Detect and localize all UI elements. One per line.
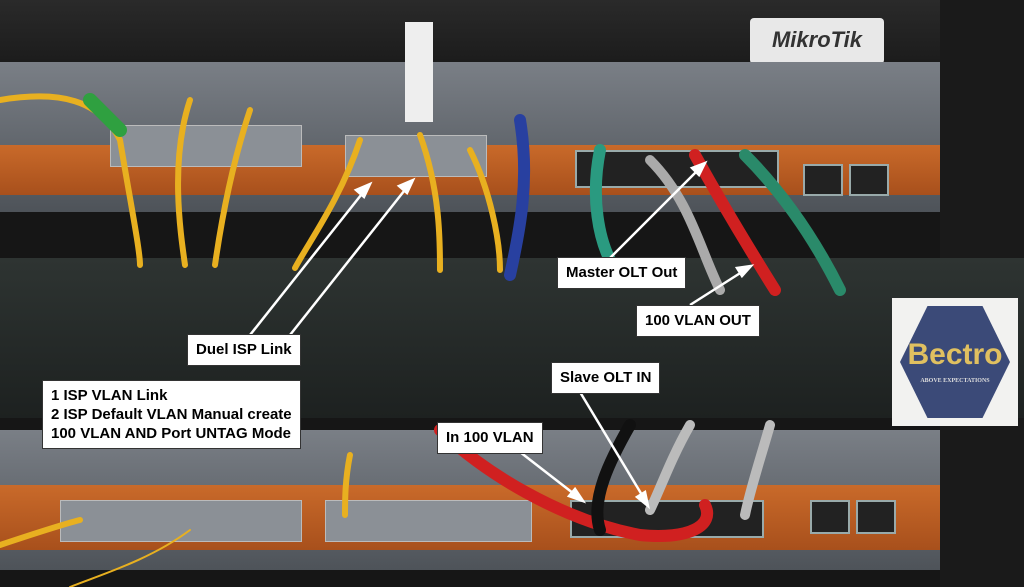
cable-tag bbox=[405, 22, 433, 122]
sfp-ports-group bbox=[110, 125, 302, 167]
fiber-cable-yellow bbox=[0, 93, 143, 268]
fiber-cable-thin bbox=[69, 529, 191, 587]
label-duel-isp-link: Duel ISP Link bbox=[187, 334, 301, 366]
sfp-ports-group bbox=[345, 135, 487, 177]
fiber-cable-yellow-lower bbox=[0, 517, 83, 548]
ethernet-cable-gray bbox=[645, 155, 725, 295]
fiber-cable-yellow bbox=[417, 132, 443, 273]
label-configuration-notes: 1 ISP VLAN Link 2 ISP Default VLAN Manua… bbox=[42, 380, 301, 449]
ethernet-port bbox=[810, 500, 850, 534]
fiber-cable-yellow-lower bbox=[342, 452, 353, 518]
bectro-logo: Bectro ABOVE EXPECTATIONS bbox=[892, 298, 1018, 426]
ethernet-cable-gray-lower bbox=[645, 420, 695, 515]
green-connector bbox=[83, 93, 127, 137]
mikrotik-logo: MikroTik bbox=[750, 18, 884, 64]
ethernet-cable-teal bbox=[589, 144, 616, 266]
annotation-arrows bbox=[249, 160, 755, 510]
label-master-olt-out: Master OLT Out bbox=[557, 257, 687, 289]
fiber-cable-yellow bbox=[175, 97, 193, 268]
fiber-cable-yellow bbox=[467, 147, 503, 273]
ethernet-port bbox=[856, 500, 896, 534]
sfp-ports-group bbox=[325, 500, 532, 542]
ethernet-port bbox=[849, 164, 889, 196]
sfp-ports-group bbox=[60, 500, 302, 542]
ethernet-ports-group bbox=[575, 150, 779, 188]
ethernet-cable-red-lower bbox=[434, 424, 714, 542]
ethernet-cable-gray-lower bbox=[740, 420, 775, 520]
ethernet-cable-green bbox=[739, 149, 846, 296]
note-line: 2 ISP Default VLAN Manual create bbox=[51, 406, 292, 423]
fiber-cable-yellow bbox=[292, 137, 363, 271]
ethernet-port bbox=[803, 164, 843, 196]
fiber-cable-yellow bbox=[212, 107, 253, 268]
label-100-vlan-out: 100 VLAN OUT bbox=[636, 305, 760, 337]
ethernet-cable-black bbox=[591, 419, 636, 536]
ethernet-cable-red bbox=[689, 149, 781, 296]
ethernet-cable-blue bbox=[504, 114, 531, 281]
note-line: 1 ISP VLAN Link bbox=[51, 387, 168, 404]
label-in-100-vlan: In 100 VLAN bbox=[437, 422, 543, 454]
label-slave-olt-in: Slave OLT IN bbox=[551, 362, 661, 394]
note-line: 100 VLAN AND Port UNTAG Mode bbox=[51, 425, 292, 442]
